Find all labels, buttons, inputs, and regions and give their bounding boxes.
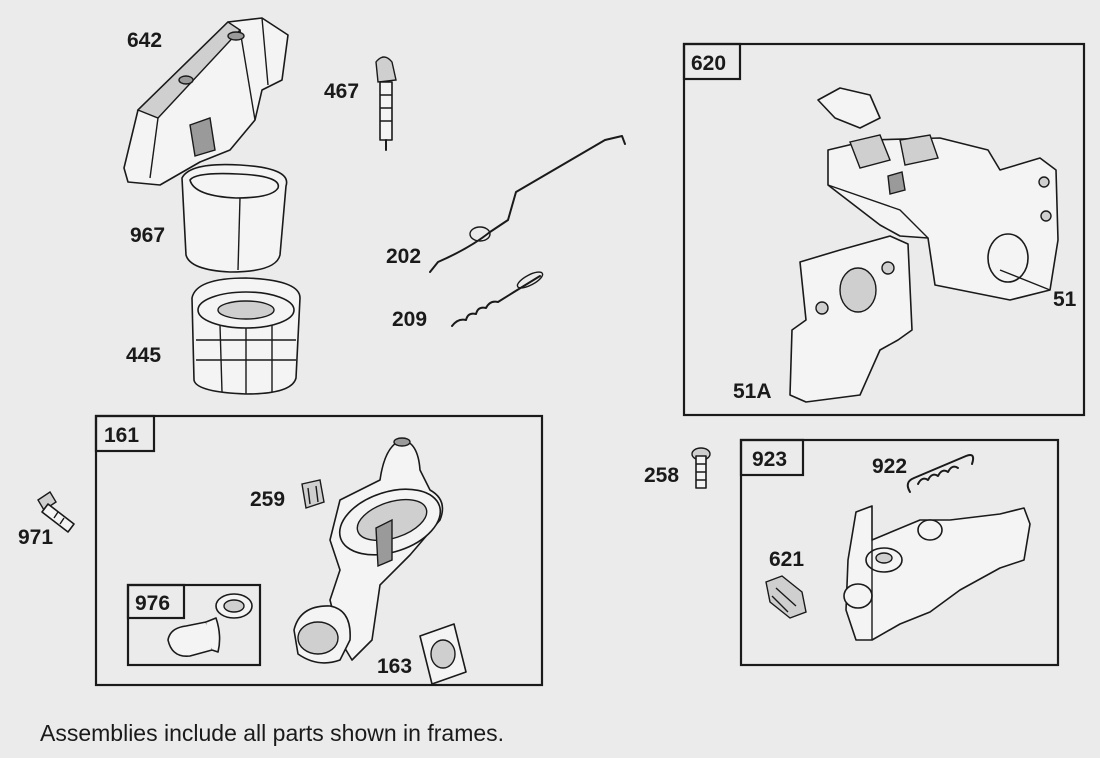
part-label-467: 467 [324, 80, 359, 103]
frame-161: 161 [94, 414, 544, 687]
pre-cleaner-part [181, 163, 288, 273]
control-plate-923-part [843, 505, 1031, 641]
leader-line-51 [999, 269, 1051, 291]
part-label-922: 922 [872, 455, 907, 478]
spring-922-part [906, 454, 975, 493]
air-filter-part [191, 277, 301, 395]
primer-plug-part [375, 56, 397, 151]
clip-259-part [301, 479, 325, 509]
frame-976: 976 [126, 583, 262, 667]
part-label-209: 209 [392, 308, 427, 331]
part-label-971: 971 [18, 526, 53, 549]
gasket-51a-part [789, 235, 913, 403]
bolt-971-part [37, 491, 75, 533]
part-label-202: 202 [386, 245, 421, 268]
part-label-967: 967 [130, 224, 165, 247]
governor-link-part [429, 135, 626, 273]
part-label-51: 51 [1053, 288, 1077, 311]
part-label-259: 259 [250, 488, 285, 511]
frame-label-923: 923 [752, 448, 787, 471]
part-label-51A: 51A [733, 380, 772, 403]
frame-label-976: 976 [135, 592, 170, 615]
part-label-258: 258 [644, 464, 679, 487]
frame-label-620: 620 [691, 52, 726, 75]
fitting-976-part [167, 593, 253, 657]
part-label-445: 445 [126, 344, 161, 367]
assembly-footnote: Assemblies include all parts shown in fr… [40, 720, 505, 746]
frame-923: 923 [739, 438, 1060, 667]
part-label-621: 621 [769, 548, 804, 571]
part-label-642: 642 [127, 29, 162, 52]
gasket-163-part [419, 623, 467, 685]
control-bracket-part [817, 87, 1059, 301]
part-label-163: 163 [377, 655, 412, 678]
frame-label-161: 161 [104, 424, 139, 447]
governor-spring-part [451, 271, 544, 327]
frame-620: 620 [682, 42, 1086, 417]
clip-621-part [765, 575, 807, 619]
air-cleaner-cover-part [123, 17, 289, 186]
intake-elbow-part [293, 437, 444, 664]
screw-258-part [691, 447, 711, 489]
